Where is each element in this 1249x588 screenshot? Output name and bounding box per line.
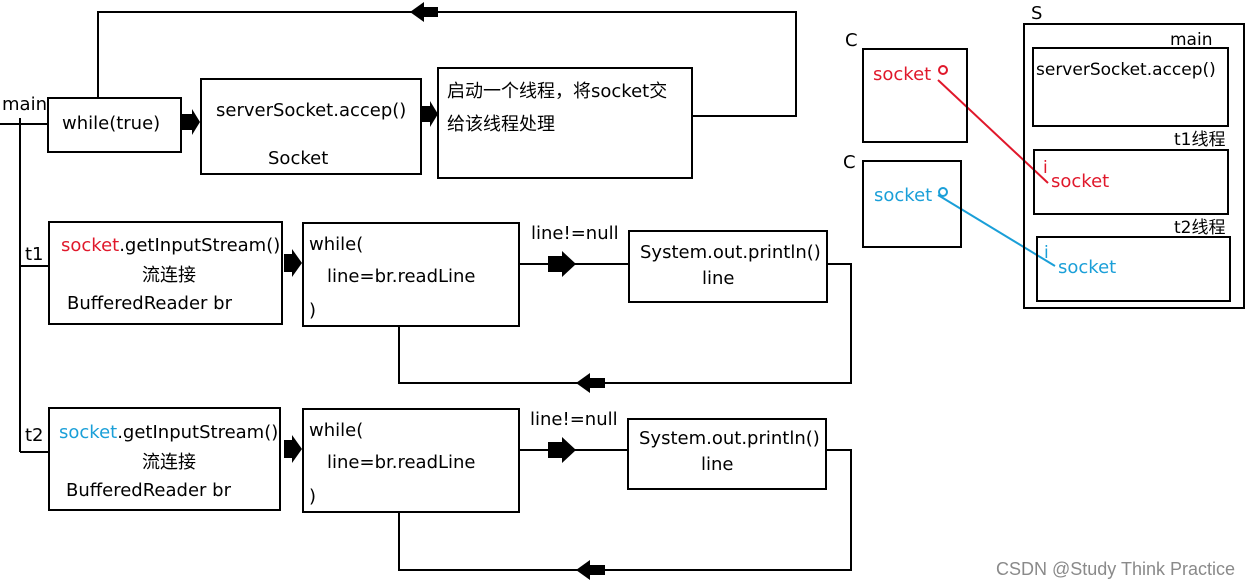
client2-socket-endpoint: [938, 187, 948, 197]
server-accept-text: serverSocket.accep(): [1036, 60, 1216, 80]
client1-socket-text: socket: [873, 64, 932, 85]
accept-text: serverSocket.accep(): [216, 100, 407, 121]
socket-result-text: Socket: [268, 148, 329, 169]
t2-get-stream-text: .getInputStream(): [117, 422, 279, 443]
server-main-label: main: [1170, 30, 1213, 50]
t1-label: t1: [25, 244, 44, 265]
while-true-box: while(true): [47, 97, 182, 153]
t1-loop-line: [398, 263, 852, 384]
t1-condition-text: line!=null: [531, 223, 619, 244]
client1-socket-endpoint: [938, 65, 948, 75]
main-loop-line: [97, 11, 797, 117]
t2-stream-arrow: [284, 435, 302, 463]
t1-println-box: System.out.println() line: [628, 230, 828, 303]
server-t2-marker: i: [1044, 243, 1049, 263]
loop-arrow-left: [410, 2, 438, 22]
t1-stream-box: socket.getInputStream() 流连接 BufferedRead…: [48, 221, 283, 325]
server-label: S: [1031, 3, 1043, 24]
t2-condition-arrow: [548, 437, 576, 463]
server-t1-label: t1线程: [1174, 130, 1226, 150]
client1-box: socket: [862, 48, 968, 143]
t1-return-arrow: [576, 373, 605, 393]
t1-println-text: System.out.println(): [640, 242, 821, 263]
accept-box: serverSocket.accep() Socket: [200, 78, 422, 175]
t1-while-close: ): [309, 300, 317, 321]
server-main-box: serverSocket.accep(): [1032, 47, 1229, 127]
t1-while-open: while(: [309, 234, 364, 255]
t1-get-stream-text: .getInputStream(): [119, 235, 281, 256]
client2-box: socket: [862, 160, 962, 248]
t1-reader-text: BufferedReader br: [67, 293, 232, 314]
t1-while-box: while( line=br.readLine ): [302, 222, 520, 327]
main-label: main: [2, 94, 47, 115]
t1-readline-text: line=br.readLine: [327, 266, 476, 287]
accept-to-thread-arrow: [422, 101, 438, 127]
while-to-accept-arrow: [182, 109, 200, 135]
t2-line-text: line: [701, 454, 734, 475]
client2-socket-text: socket: [874, 185, 933, 206]
t2-while-box: while( line=br.readLine ): [302, 408, 520, 513]
t2-label: t2: [25, 425, 44, 446]
while-true-text: while(true): [62, 113, 161, 134]
start-thread-box: 启动一个线程，将socket交 给该线程处理: [437, 67, 693, 179]
t2-stream-box: socket.getInputStream() 流连接 BufferedRead…: [48, 407, 281, 511]
client2-label: C: [843, 152, 856, 173]
start-thread-text-1: 启动一个线程，将socket交: [447, 81, 668, 102]
t2-readline-text: line=br.readLine: [327, 452, 476, 473]
t1-socket-word: socket: [61, 235, 120, 256]
server-t1-socket: socket: [1051, 171, 1110, 192]
t2-reader-text: BufferedReader br: [66, 480, 231, 501]
t1-stream-arrow: [284, 249, 302, 277]
t2-while-open: while(: [309, 420, 364, 441]
t2-loop-line: [398, 449, 852, 571]
t2-stream-conn-text: 流连接: [142, 452, 196, 473]
server-box: main serverSocket.accep() t1线程 i socket …: [1023, 23, 1245, 309]
t1-condition-arrow: [548, 251, 576, 277]
server-t1-box: i socket: [1033, 149, 1229, 215]
server-t2-socket: socket: [1058, 257, 1117, 278]
client1-label: C: [845, 30, 858, 51]
server-t2-label: t2线程: [1174, 218, 1226, 238]
t2-println-box: System.out.println() line: [627, 418, 827, 490]
t1-line-text: line: [702, 268, 735, 289]
client2-link-line: [937, 194, 1056, 267]
client1-link-line: [937, 79, 1049, 184]
t2-return-arrow: [576, 560, 605, 580]
t2-println-text: System.out.println(): [639, 428, 820, 449]
t2-condition-text: line!=null: [530, 409, 618, 430]
server-t1-marker: i: [1043, 158, 1048, 178]
watermark: CSDN @Study Think Practice: [995, 559, 1235, 579]
t2-while-close: ): [309, 486, 317, 507]
server-t2-box: i socket: [1036, 236, 1231, 302]
t2-socket-word: socket: [59, 422, 118, 443]
t1-stream-conn-text: 流连接: [142, 265, 196, 286]
start-thread-text-2: 给该线程处理: [447, 114, 555, 135]
